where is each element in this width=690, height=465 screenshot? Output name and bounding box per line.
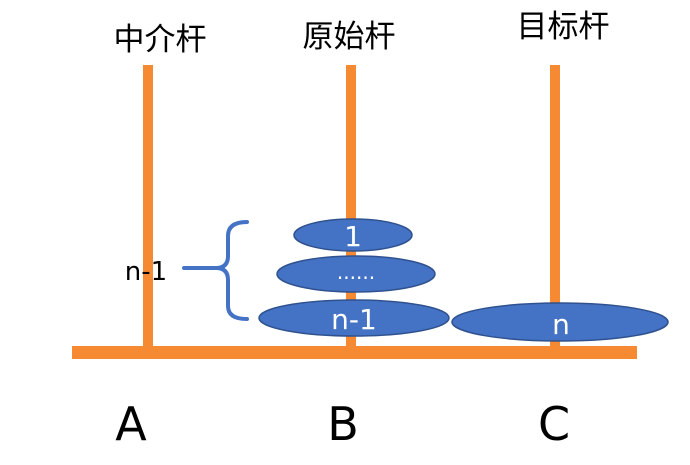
rod-c-title: 目标杆	[517, 9, 610, 45]
disk-1-label: 1	[344, 220, 362, 253]
disk-middle	[276, 255, 436, 293]
disk-n-minus-1-label: n-1	[331, 303, 377, 336]
rod-c	[550, 65, 560, 352]
disk-n-label: n	[552, 308, 570, 341]
disk-middle-label: ......	[337, 260, 375, 284]
base-bar	[72, 346, 637, 359]
rod-b	[346, 65, 356, 352]
rod-b-letter: B	[327, 397, 359, 451]
disk-n	[451, 302, 669, 342]
brace-label: n-1	[125, 257, 167, 287]
brace	[182, 220, 249, 321]
rod-a	[143, 65, 153, 352]
rod-a-letter: A	[115, 397, 147, 451]
rod-b-title: 原始杆	[303, 19, 396, 55]
rod-c-letter: C	[538, 397, 570, 451]
disk-1	[293, 218, 413, 252]
disk-n-minus-1	[258, 299, 450, 337]
rod-a-title: 中介杆	[114, 22, 207, 58]
